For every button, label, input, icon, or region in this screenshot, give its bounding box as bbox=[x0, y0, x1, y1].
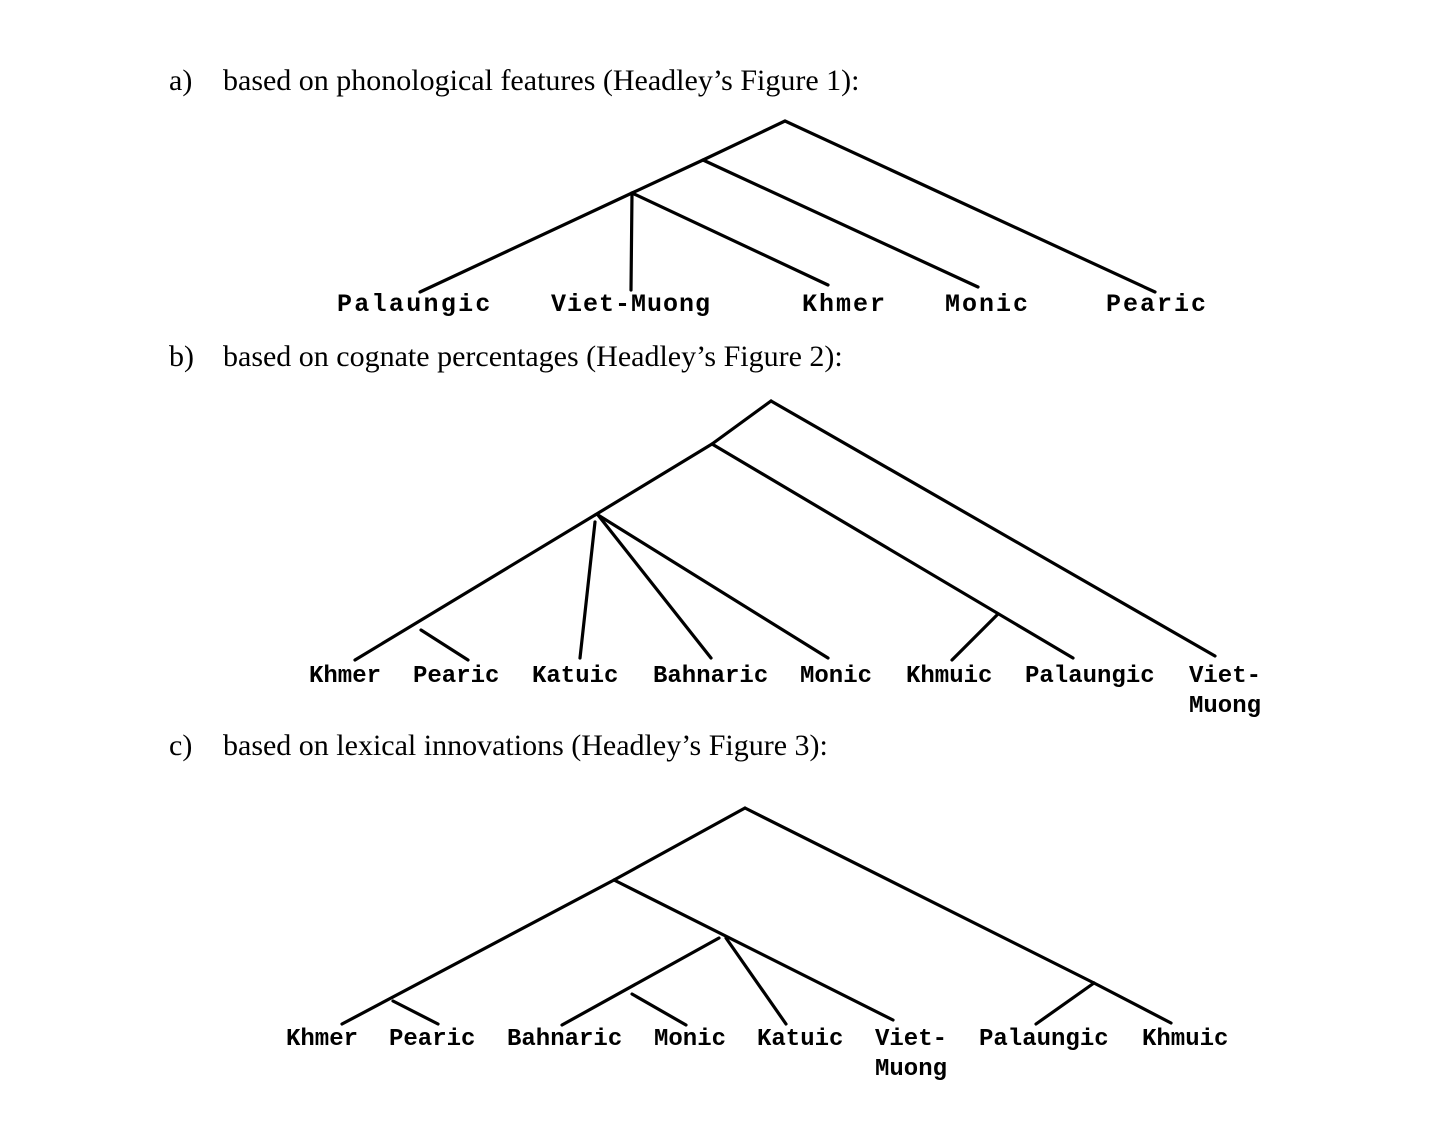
leaf-label-palaungic: Palaungic bbox=[1025, 663, 1155, 690]
leaf-label-katuic: Katuic bbox=[532, 663, 618, 690]
figure-a-caption-text: based on phonological features (Headley’… bbox=[223, 64, 860, 97]
leaf-label-katuic: Katuic bbox=[757, 1026, 843, 1053]
leaf-label-pearic: Pearic bbox=[1106, 290, 1208, 319]
branch bbox=[701, 158, 980, 289]
leaf-label-pearic: Pearic bbox=[413, 663, 499, 690]
figure-b-caption-text: based on cognate percentages (Headley’s … bbox=[223, 340, 843, 373]
branch bbox=[596, 513, 830, 660]
figure-b-marker: b) bbox=[169, 340, 194, 373]
figure-a-marker: a) bbox=[169, 64, 193, 97]
branch bbox=[578, 520, 597, 660]
leaf-label-khmuic: Khmuic bbox=[906, 663, 992, 690]
leaf-label-khmer: Khmer bbox=[802, 290, 887, 319]
leaf-label-viet-muong: Viet-Muong bbox=[551, 290, 711, 319]
branch bbox=[710, 442, 1075, 660]
branch bbox=[724, 936, 788, 1026]
tree-diagram-a: Palaungic Viet-Muong Khmer Monic Pearic bbox=[337, 119, 1208, 319]
leaf-label-khmer: Khmer bbox=[286, 1026, 358, 1053]
branch bbox=[769, 399, 1217, 658]
leaf-label-viet: Viet- bbox=[875, 1026, 947, 1053]
branch bbox=[1034, 981, 1096, 1026]
tree-diagram-b: Khmer Pearic Katuic Bahnaric Monic Khmui… bbox=[309, 399, 1261, 720]
figure-c-caption-text: based on lexical innovations (Headley’s … bbox=[223, 729, 828, 762]
branch bbox=[710, 399, 773, 446]
leaf-label-bahnaric: Bahnaric bbox=[653, 663, 768, 690]
leaf-label-muong: Muong bbox=[1189, 693, 1261, 720]
branch bbox=[391, 999, 440, 1026]
branch bbox=[612, 806, 747, 882]
branch bbox=[783, 119, 1157, 294]
branch bbox=[612, 878, 895, 1022]
branch bbox=[596, 513, 713, 660]
branch bbox=[950, 612, 1000, 662]
figure-c-marker: c) bbox=[169, 729, 193, 762]
leaf-label-khmuic: Khmuic bbox=[1142, 1026, 1228, 1053]
branch bbox=[630, 191, 830, 287]
branch bbox=[593, 442, 714, 517]
branch bbox=[419, 628, 470, 662]
leaf-label-palaungic: Palaungic bbox=[337, 290, 493, 319]
leaf-label-pearic: Pearic bbox=[389, 1026, 475, 1053]
leaf-label-muong: Muong bbox=[875, 1056, 947, 1083]
leaf-label-palaungic: Palaungic bbox=[979, 1026, 1109, 1053]
branch bbox=[630, 158, 705, 195]
branch bbox=[340, 878, 616, 1026]
leaf-label-monic: Monic bbox=[945, 290, 1030, 319]
branch bbox=[701, 119, 787, 162]
branch bbox=[1092, 981, 1173, 1025]
branch bbox=[560, 936, 721, 1027]
branch bbox=[418, 191, 634, 294]
leaf-label-monic: Monic bbox=[654, 1026, 726, 1053]
branch bbox=[353, 513, 597, 662]
leaf-label-monic: Monic bbox=[800, 663, 872, 690]
leaf-label-viet: Viet- bbox=[1189, 663, 1261, 690]
branch bbox=[629, 191, 634, 292]
branch bbox=[630, 992, 688, 1027]
leaf-label-bahnaric: Bahnaric bbox=[507, 1026, 622, 1053]
leaf-label-khmer: Khmer bbox=[309, 663, 381, 690]
branch bbox=[743, 806, 1096, 985]
